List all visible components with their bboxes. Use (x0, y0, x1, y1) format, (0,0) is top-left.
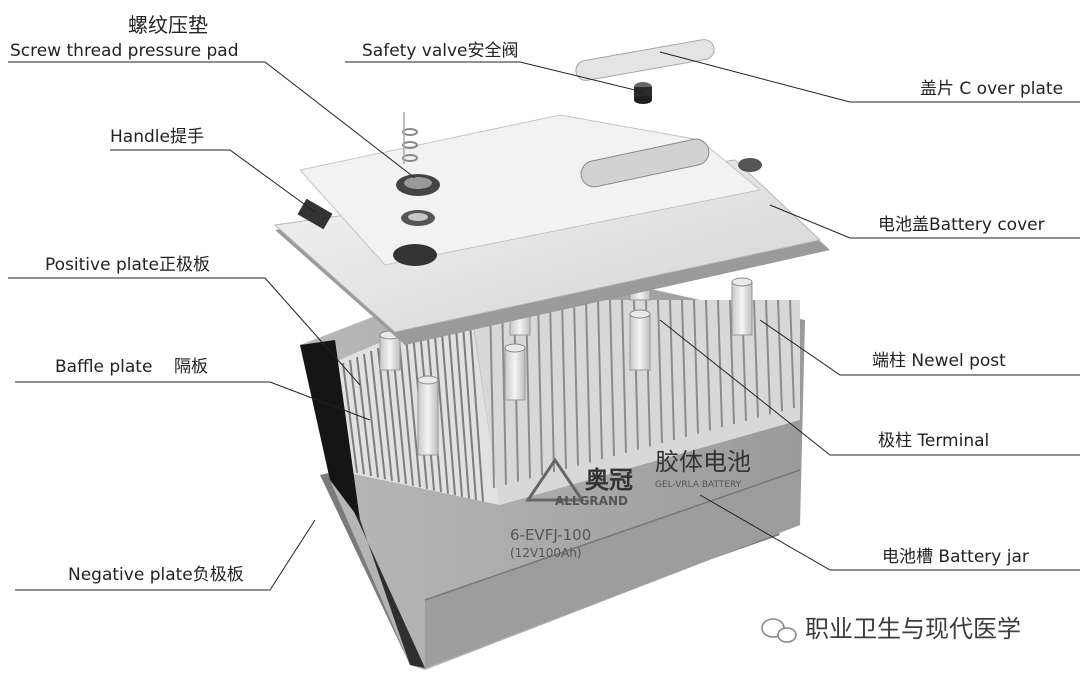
allgrand-logo-icon (525, 457, 585, 502)
battery-cover (273, 114, 830, 345)
label-cover-plate: 盖片 C over plate (920, 79, 1063, 99)
plate-stripe (597, 299, 603, 460)
plate-stripe (705, 299, 711, 431)
watermark-text: 职业卫生与现代医学 (805, 615, 1021, 643)
label-negative-plate: Negative plate负极板 (68, 565, 244, 585)
plate-stripe (585, 299, 591, 463)
plate-stripe (405, 335, 421, 488)
brand-en: ALLGRAND (555, 494, 628, 508)
plate-stripe (669, 299, 675, 441)
plate-stripe (777, 299, 783, 412)
plate-stripe (440, 320, 456, 496)
wechat-icon (761, 618, 797, 643)
screw-thread-pressure-pad (402, 112, 418, 164)
post-top (629, 309, 651, 319)
leader-lines (8, 51, 1080, 591)
label-battery-cover: 电池盖Battery cover (878, 215, 1045, 235)
plate-stripe (621, 299, 627, 453)
plate-stripe (729, 299, 735, 425)
plate-stripe (789, 299, 795, 409)
plate-stripe (573, 299, 579, 466)
label-screw-thread-pressure-pad-cn: 螺纹压垫 (128, 13, 208, 37)
terminal-post (504, 347, 526, 401)
plate-stripe (549, 299, 555, 473)
plate-stripe (765, 299, 771, 415)
post-top (417, 375, 439, 385)
plate-stripe (356, 356, 372, 477)
battery-label: 奥冠 胶体电池 ALLGRAND GEL-VRLA BATTERY 6-EVFJ… (510, 448, 751, 560)
plate-stripe (349, 359, 365, 475)
terminal-post (379, 334, 401, 371)
plate-stripe (501, 299, 507, 485)
terminal-post (417, 379, 439, 456)
plate-stripe (693, 299, 699, 434)
terminal-post (629, 313, 651, 371)
plate-stripe (717, 299, 723, 428)
plate-stripe (681, 299, 687, 437)
cell-plates (300, 299, 800, 520)
plate-stripe (433, 323, 449, 494)
battery-subtitle: GEL-VRLA BATTERY (655, 480, 742, 490)
label-newel-post: 端柱 Newel post (872, 351, 1006, 371)
battery-model: 6-EVFJ-100 (510, 526, 591, 544)
post-top (731, 277, 753, 287)
label-terminal: 极柱 Terminal (878, 431, 989, 451)
plate-stripe (461, 311, 477, 501)
label-screw-thread-pressure-pad: Screw thread pressure pad (10, 41, 238, 61)
plate-stripe (363, 353, 379, 478)
plate-stripe (370, 350, 386, 480)
plate-stripe (561, 299, 567, 469)
plate-stripe (342, 362, 358, 473)
plate-stripe (447, 317, 463, 497)
plate-stripe (489, 299, 495, 489)
plate-stripe (537, 299, 543, 476)
label-handle: Handle提手 (110, 127, 204, 147)
plate-stripe (454, 314, 470, 499)
plate-stripe (468, 308, 484, 502)
battery-rating: (12V100Ah) (510, 546, 582, 560)
plate-stripe (657, 299, 663, 444)
plate-stripe (753, 299, 759, 418)
plate-stripe (609, 299, 615, 457)
plate-stripe (398, 338, 414, 486)
label-battery-jar: 电池槽 Battery jar (882, 547, 1029, 567)
label-positive-plate: Positive plate正极板 (45, 255, 210, 275)
post-top (504, 343, 526, 353)
watermark: 职业卫生与现代医学 (761, 615, 1021, 643)
cover-plate (575, 39, 715, 81)
labels: 螺纹压垫 Screw thread pressure pad Safety va… (10, 13, 1063, 585)
brand-cn: 奥冠 (585, 466, 633, 494)
safety-valve (634, 82, 652, 104)
label-safety-valve: Safety valve安全阀 (362, 41, 519, 61)
terminal-post (731, 281, 753, 336)
product-cn: 胶体电池 (655, 448, 751, 476)
label-baffle-plate: Baffle plate 隔板 (55, 357, 208, 377)
